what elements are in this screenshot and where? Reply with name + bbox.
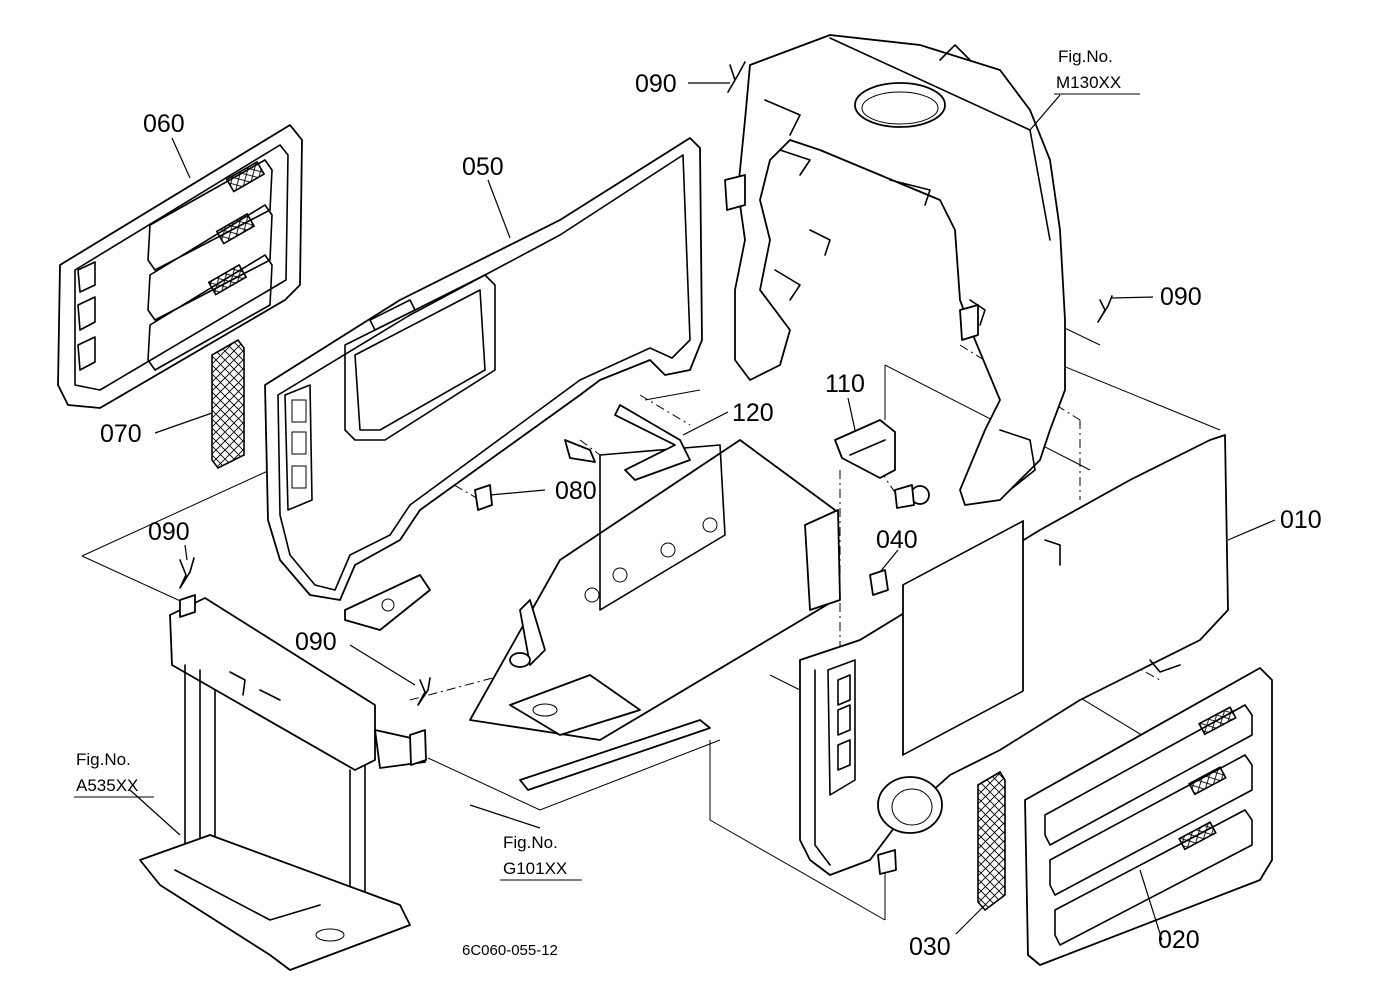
label-040: 040 (876, 526, 918, 554)
clip-080 (474, 484, 493, 511)
side-cover-010 (799, 434, 1229, 876)
fig-g101-code: G101XX (503, 859, 567, 878)
fig-m130-title: Fig.No. (1058, 47, 1113, 66)
bracket-120 (614, 404, 691, 481)
figure-references: Fig.No. M130XX Fig.No. A535XX Fig.No. G1… (74, 47, 1140, 881)
label-120: 120 (732, 399, 774, 427)
label-090-top: 090 (635, 70, 677, 98)
label-010: 010 (1280, 506, 1322, 534)
label-070: 070 (100, 420, 142, 448)
filter-030 (977, 770, 1006, 912)
label-030: 030 (909, 933, 951, 961)
label-090-right: 090 (1160, 283, 1202, 311)
label-090-left: 090 (148, 518, 190, 546)
upper-console-cover (734, 34, 1066, 506)
fig-a535-title: Fig.No. (76, 750, 131, 769)
label-080: 080 (555, 477, 597, 505)
fig-m130-code: M130XX (1056, 73, 1121, 92)
grille-060 (57, 124, 303, 409)
rear-panel-050 (264, 137, 703, 631)
drawing-code: 6C060-055-12 (462, 942, 558, 959)
label-060: 060 (143, 110, 185, 138)
floor-plate (469, 439, 841, 791)
label-090-mid: 090 (295, 628, 337, 656)
fig-a535-code: A535XX (76, 776, 138, 795)
spring-pins (179, 61, 1113, 706)
label-050: 050 (462, 153, 504, 181)
clip-040 (869, 569, 889, 596)
part-number-labels: 060 050 070 080 120 110 040 010 020 030 … (100, 70, 1322, 961)
label-110: 110 (825, 370, 865, 398)
grille-020 (1024, 667, 1273, 966)
fig-g101-title: Fig.No. (503, 833, 558, 852)
base-frame (139, 597, 426, 971)
label-020: 020 (1158, 926, 1200, 954)
filter-070 (211, 338, 245, 470)
leader-lines (129, 82, 1276, 941)
small-parts (179, 174, 979, 875)
